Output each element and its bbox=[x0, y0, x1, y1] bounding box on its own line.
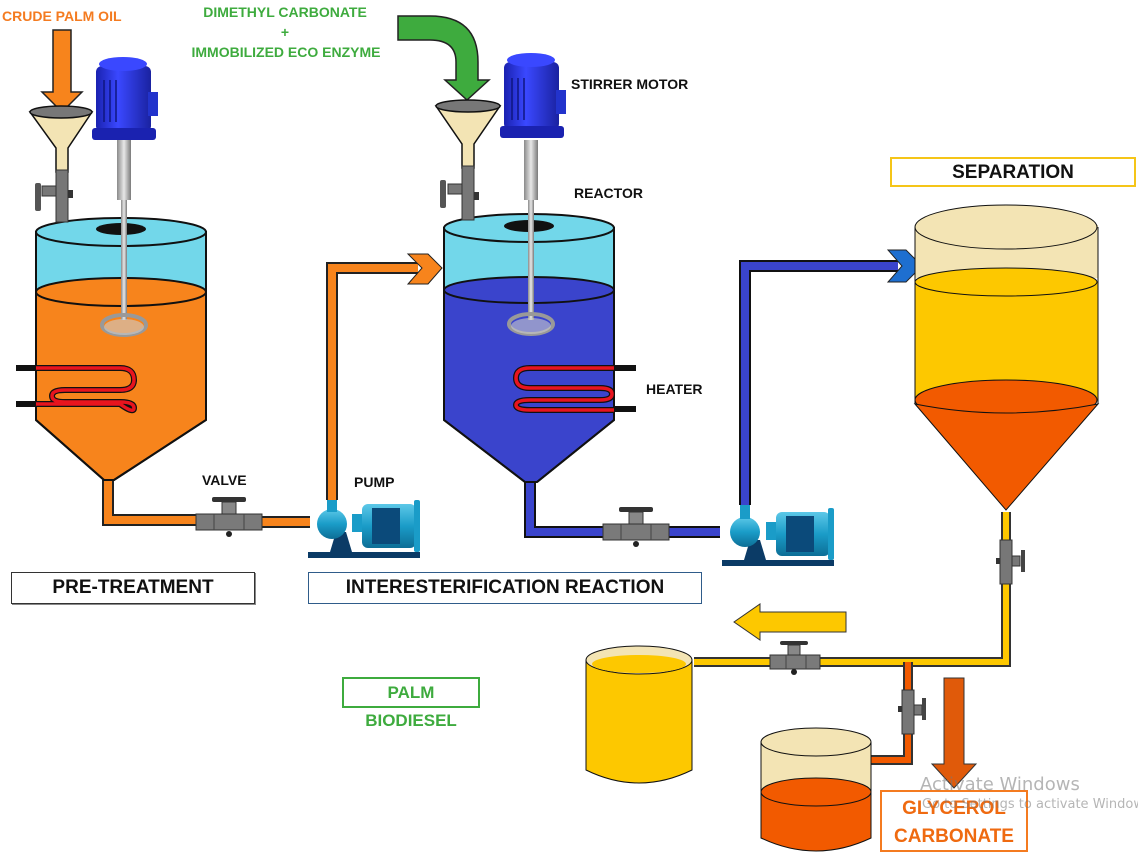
immobilized-enzyme-label: IMMOBILIZED ECO ENZYME bbox=[191, 44, 381, 60]
glycerol-flow-arrow bbox=[930, 677, 978, 789]
reactant-feed-arrow bbox=[397, 15, 491, 102]
activate-windows-hint: Go to Settings to activate Windows. bbox=[922, 797, 1138, 812]
valve-2 bbox=[602, 507, 670, 547]
stirrer-2 bbox=[507, 140, 555, 336]
crude-oil-feed-arrow bbox=[40, 29, 84, 114]
pipe-to-separator bbox=[739, 249, 923, 505]
pipe-to-reactor bbox=[326, 253, 443, 500]
heater-coil-1 bbox=[16, 365, 138, 414]
biodiesel-valve bbox=[769, 641, 821, 675]
stirrer-1 bbox=[100, 140, 148, 337]
dimethyl-carbonate-label: DIMETHYL CARBONATE bbox=[203, 4, 367, 20]
pump-1 bbox=[308, 500, 420, 558]
heater-coil-2 bbox=[512, 365, 636, 413]
palm-biodiesel-product-box: PALM BIODIESEL bbox=[342, 677, 480, 730]
heater-label: HEATER bbox=[646, 381, 703, 397]
glycerol-label: GLYCEROL bbox=[902, 798, 1006, 819]
pump-2 bbox=[722, 505, 834, 566]
pump-label: PUMP bbox=[354, 474, 395, 490]
interesterification-stage-box: INTERESTERIFICATION REACTION bbox=[308, 572, 702, 604]
feed-valve-1 bbox=[35, 183, 73, 211]
reactor-label: REACTOR bbox=[574, 185, 643, 201]
plus-sign-label: + bbox=[280, 24, 290, 40]
valve-1 bbox=[195, 497, 263, 537]
glycerol-branch-pipe bbox=[870, 662, 926, 765]
crude-palm-oil-label: CRUDE PALM OIL bbox=[2, 8, 122, 24]
biodiesel-flow-arrow bbox=[733, 603, 847, 641]
separator-vessel bbox=[913, 204, 1100, 511]
funnel-1 bbox=[28, 105, 94, 223]
separation-stage-box: SEPARATION bbox=[890, 157, 1136, 187]
pre-treatment-stage-box: PRE-TREATMENT bbox=[11, 572, 255, 604]
stirrer-motor-label: STIRRER MOTOR bbox=[571, 76, 689, 92]
glycerol-carbonate-product-box: GLYCEROL CARBONATE bbox=[880, 790, 1028, 852]
interesterification-reactor bbox=[443, 213, 720, 538]
biodiesel-tank bbox=[585, 645, 693, 784]
carbonate-label: CARBONATE bbox=[894, 826, 1014, 847]
stirrer-motor-2 bbox=[500, 53, 566, 138]
funnel-2 bbox=[434, 99, 502, 221]
glycerol-tank bbox=[760, 727, 872, 852]
activate-windows-watermark: Activate Windows bbox=[920, 774, 1080, 795]
valve-label: VALVE bbox=[202, 472, 247, 488]
stirrer-motor-1 bbox=[92, 57, 158, 140]
